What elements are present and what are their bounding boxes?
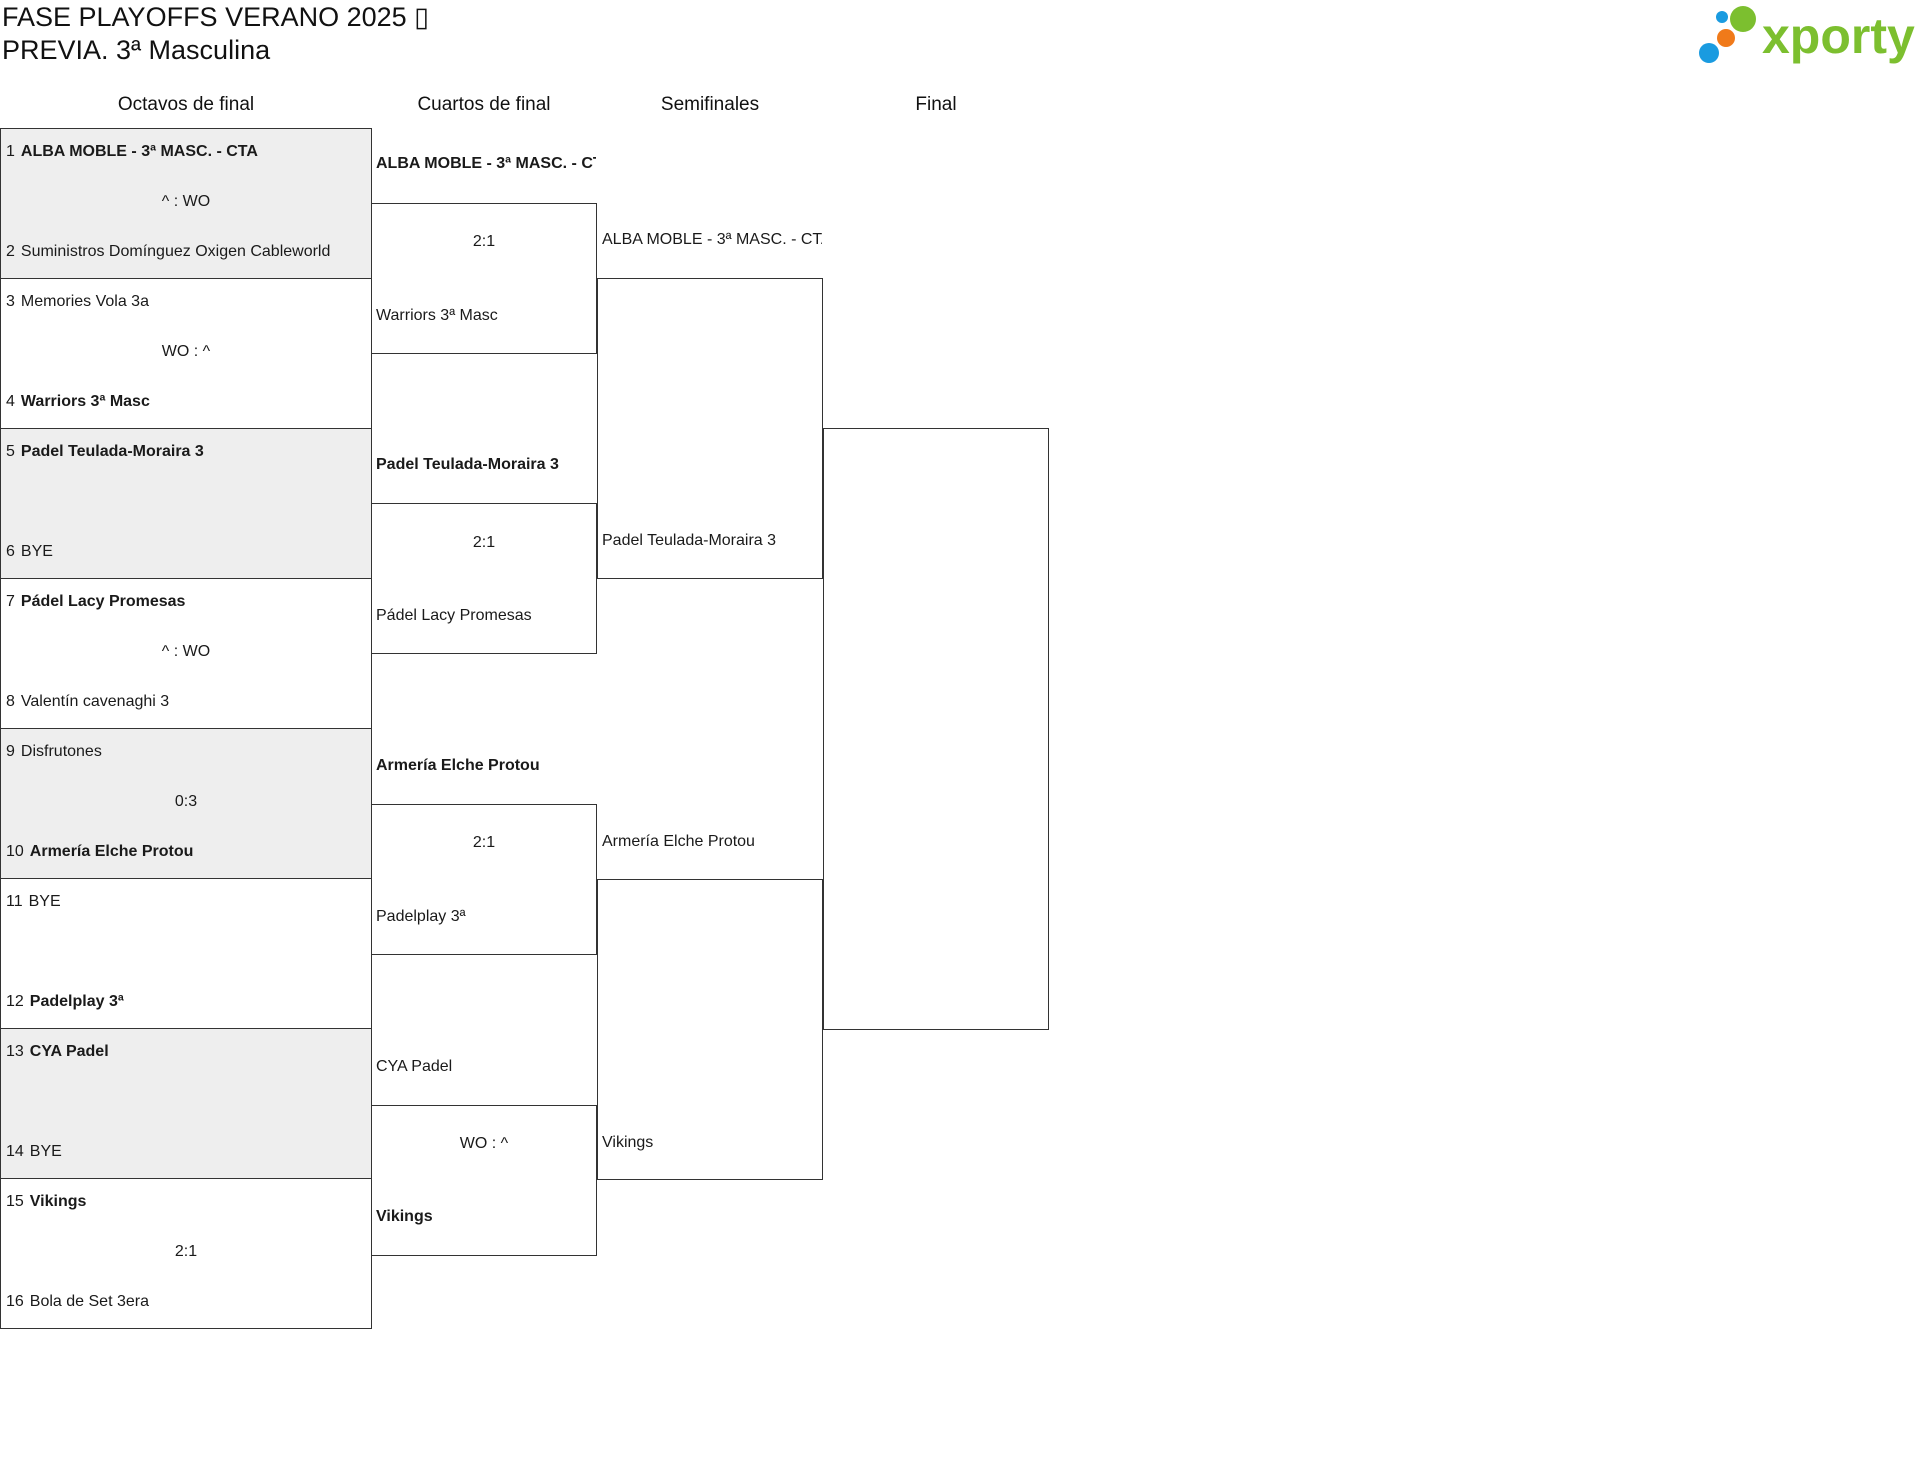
team-name: Armería Elche Protou: [29, 843, 194, 860]
match-score: 2:1: [174, 1243, 198, 1260]
octavos-team[interactable]: 9 Disfrutones: [6, 743, 366, 761]
match-score: ^ : WO: [161, 643, 211, 660]
team-name: Warriors 3ª Masc: [20, 393, 150, 410]
seed: 13: [6, 1043, 24, 1060]
match-score: 2:1: [472, 534, 496, 551]
logo-dot-blue: [1699, 43, 1719, 63]
logo-dot-green: [1730, 6, 1756, 32]
team-name: CYA Padel: [29, 1043, 109, 1060]
team-name: Vikings: [29, 1193, 87, 1210]
team-name: Memories Vola 3a: [20, 293, 149, 310]
octavos-team[interactable]: 5 Padel Teulada-Moraira 3: [6, 443, 366, 461]
logo-dot-blue-small: [1716, 11, 1728, 23]
cuartos-team[interactable]: Padelplay 3ª: [376, 908, 466, 925]
semis-team[interactable]: Padel Teulada-Moraira 3: [602, 532, 777, 549]
seed: 16: [6, 1293, 24, 1310]
team-name: ALBA MOBLE - 3ª MASC. - CTA: [20, 143, 258, 160]
seed: 14: [6, 1143, 24, 1160]
seed: 2: [6, 243, 15, 260]
team-name: BYE: [29, 1143, 62, 1160]
octavos-team[interactable]: 6 BYE: [6, 543, 366, 561]
cuartos-team[interactable]: Warriors 3ª Masc: [376, 307, 498, 324]
match-score: WO : ^: [459, 1135, 509, 1152]
team-name: Valentín cavenaghi 3: [20, 693, 170, 710]
octavos-team[interactable]: 2 Suministros Domínguez Oxigen Cableworld: [6, 243, 366, 261]
match-score: WO : ^: [161, 343, 211, 360]
octavos-match-3: [0, 428, 372, 579]
team-name: BYE: [20, 543, 53, 560]
team-name: Padelplay 3ª: [29, 993, 124, 1010]
octavos-match-7: [0, 1028, 372, 1179]
seed: 4: [6, 393, 15, 410]
octavos-team[interactable]: 7 Pádel Lacy Promesas: [6, 593, 366, 611]
round-header-semifinales: Semifinales: [660, 94, 760, 115]
logo-dot-orange: [1717, 29, 1735, 47]
team-name: Disfrutones: [20, 743, 102, 760]
team-name: BYE: [28, 893, 61, 910]
cuartos-team[interactable]: ALBA MOBLE - 3ª MASC. - CTA: [376, 155, 596, 172]
semis-team[interactable]: Vikings: [602, 1134, 654, 1151]
page-title: FASE PLAYOFFS VERANO 2025 ▯: [2, 2, 430, 32]
octavos-match-1: [0, 128, 372, 279]
cuartos-match-2: [371, 503, 597, 654]
seed: 7: [6, 593, 15, 610]
match-score: ^ : WO: [161, 193, 211, 210]
seed: 1: [6, 143, 15, 160]
seed: 11: [6, 893, 23, 910]
semis-match-2: [597, 879, 823, 1180]
semis-match-1: [597, 278, 823, 579]
seed: 9: [6, 743, 15, 760]
team-name: Padel Teulada-Moraira 3: [20, 443, 204, 460]
octavos-match-5: [0, 728, 372, 879]
cuartos-team[interactable]: CYA Padel: [376, 1058, 453, 1075]
cuartos-team[interactable]: Armería Elche Protou: [376, 757, 540, 774]
team-name: Suministros Domínguez Oxigen Cableworld: [20, 243, 331, 260]
team-name: Pádel Lacy Promesas: [20, 593, 186, 610]
logo-text: xporty: [1762, 8, 1915, 64]
octavos-team[interactable]: 13 CYA Padel: [6, 1043, 366, 1061]
octavos-team[interactable]: 4 Warriors 3ª Masc: [6, 393, 366, 411]
cuartos-team[interactable]: Vikings: [376, 1208, 433, 1225]
match-score: 2:1: [472, 834, 496, 851]
seed: 12: [6, 993, 24, 1010]
match-score: 0:3: [174, 793, 198, 810]
round-header-cuartos: Cuartos de final: [417, 94, 551, 115]
octavos-team[interactable]: 11 BYE: [6, 893, 366, 911]
cuartos-match-4: [371, 1105, 597, 1256]
cuartos-team[interactable]: Padel Teulada-Moraira 3: [376, 456, 559, 473]
seed: 8: [6, 693, 15, 710]
seed: 10: [6, 843, 24, 860]
semis-team[interactable]: Armería Elche Protou: [602, 833, 755, 850]
seed: 6: [6, 543, 15, 560]
seed: 15: [6, 1193, 24, 1210]
semis-team[interactable]: ALBA MOBLE - 3ª MASC. - CTA: [602, 231, 822, 248]
octavos-team[interactable]: 14 BYE: [6, 1143, 366, 1161]
octavos-team[interactable]: 1 ALBA MOBLE - 3ª MASC. - CTA: [6, 143, 366, 161]
octavos-team[interactable]: 12 Padelplay 3ª: [6, 993, 366, 1011]
page-subtitle: PREVIA. 3ª Masculina: [2, 35, 271, 65]
seed: 3: [6, 293, 15, 310]
round-header-final: Final: [915, 94, 957, 115]
team-name: Bola de Set 3era: [29, 1293, 149, 1310]
octavos-team[interactable]: 8 Valentín cavenaghi 3: [6, 693, 366, 711]
final-match: [823, 428, 1049, 1030]
cuartos-match-1: [371, 203, 597, 354]
octavos-team[interactable]: 3 Memories Vola 3a: [6, 293, 366, 311]
octavos-team[interactable]: 15 Vikings: [6, 1193, 366, 1211]
cuartos-match-3: [371, 804, 597, 955]
seed: 5: [6, 443, 15, 460]
cuartos-team[interactable]: Pádel Lacy Promesas: [376, 607, 532, 624]
match-score: 2:1: [472, 233, 496, 250]
xporty-logo: xporty: [1699, 6, 1915, 64]
octavos-team[interactable]: 10 Armería Elche Protou: [6, 843, 366, 861]
octavos-team[interactable]: 16 Bola de Set 3era: [6, 1293, 366, 1311]
round-header-octavos: Octavos de final: [117, 94, 255, 115]
